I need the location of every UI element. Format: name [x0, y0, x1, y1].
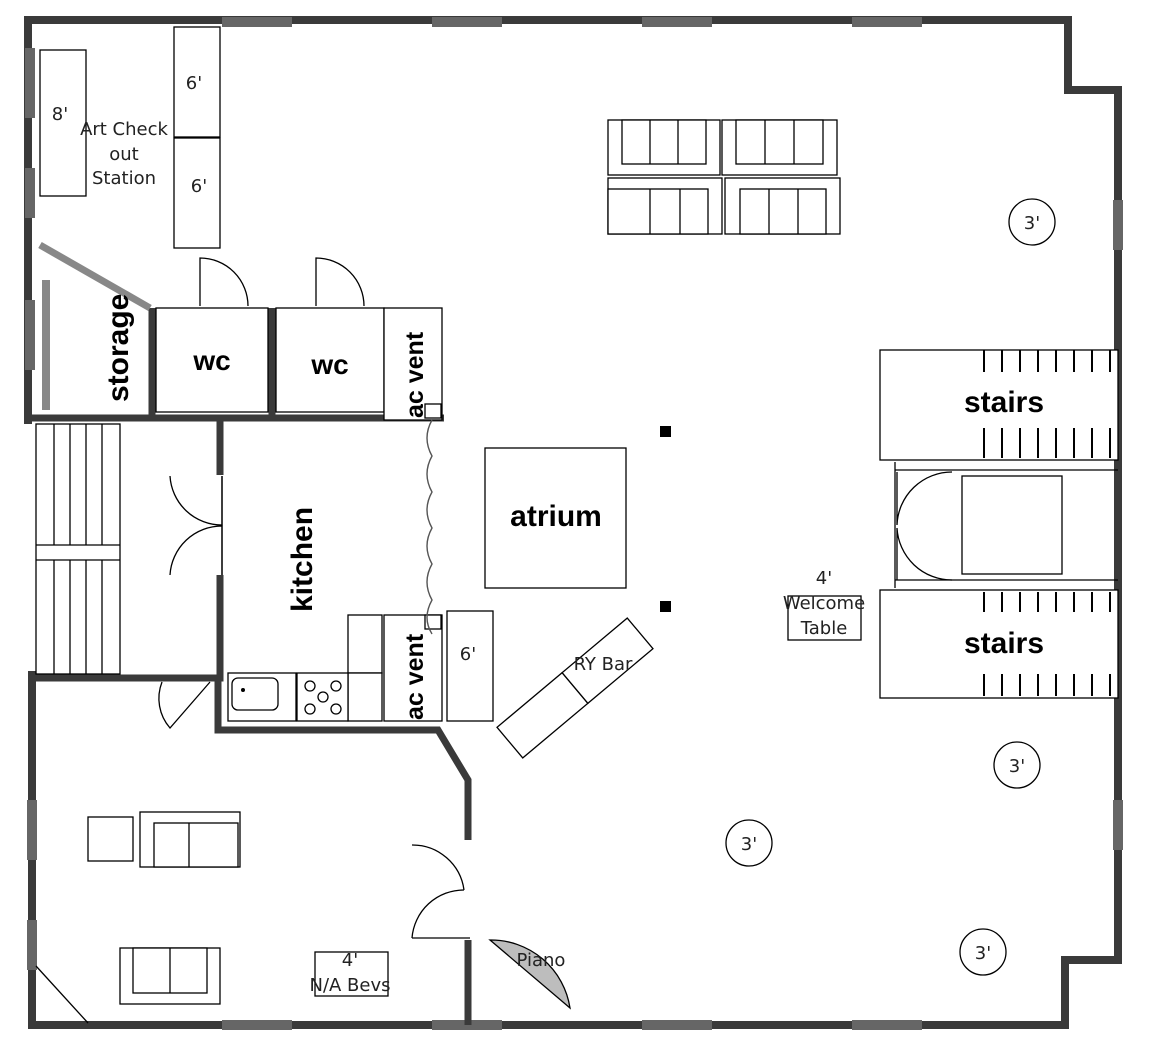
art-checkout-area: [39, 26, 221, 249]
column-bottom: [660, 601, 671, 612]
atrium-label: atrium: [510, 500, 602, 533]
lounge-door: [158, 681, 211, 729]
table-labels: 8' 6' 6' Art Check out Station 6' RY Bar…: [52, 73, 1040, 996]
left-stairwell: [35, 423, 121, 675]
column-top: [660, 426, 671, 437]
round-table-3-label: 3': [741, 834, 757, 855]
bevs-label: N/A Bevs: [309, 975, 390, 996]
wc-left-label: wc: [192, 345, 230, 376]
kitchen-label: kitchen: [286, 507, 319, 612]
round-table-1-label: 3': [1024, 213, 1040, 234]
ac-vent-top-room: [383, 307, 443, 421]
table-6ft-kitchen-label: 6': [460, 644, 476, 665]
round-tables: [725, 198, 1056, 976]
ac-vent-top-label: ac vent: [401, 331, 429, 418]
ac-vent-bottom-room: [383, 614, 443, 722]
seating-blocks: [607, 119, 841, 235]
stair-treads: [983, 350, 1111, 696]
kitchen-door: [169, 475, 223, 576]
round-table-2: [993, 741, 1041, 789]
round-table-4-label: 3': [975, 943, 991, 964]
round-table-2-label: 3': [1009, 756, 1025, 777]
round-table-4: [959, 928, 1007, 976]
vent-square-top: [424, 403, 442, 419]
table-8ft: [39, 49, 87, 197]
round-table-3: [725, 819, 773, 867]
storage-label: storage: [102, 294, 135, 402]
storage-shelf: [42, 280, 50, 410]
ac-vent-bottom-label: ac vent: [401, 633, 429, 720]
wc-right-label: wc: [310, 349, 348, 380]
welcome-table: [787, 595, 862, 641]
wc-left-door: [199, 257, 249, 307]
ry-bar: [496, 617, 654, 759]
art-checkout-line3: Station: [92, 168, 156, 189]
table-6ft-bottom-label: 6': [191, 176, 207, 197]
ry-bar-label: RY Bar: [574, 654, 633, 675]
wc-right-room: [275, 307, 385, 413]
table-6ft-kitchen: [446, 610, 494, 722]
round-table-1: [1008, 198, 1056, 246]
windows: [25, 17, 1123, 1030]
lounge-seating: [35, 811, 241, 1024]
stove: [296, 672, 349, 722]
stairs-bottom-label: stairs: [964, 627, 1044, 660]
bevs-table: [314, 951, 389, 997]
welcome-line2-label: Table: [800, 618, 848, 639]
atrium-room: [484, 447, 627, 589]
bevs-size-label: 4': [342, 950, 358, 971]
wc-left-room: [155, 307, 269, 413]
exterior-walls: [24, 16, 1122, 1029]
table-6ft-bottom: [173, 137, 221, 249]
table-8ft-label: 8': [52, 104, 68, 125]
interior-walls: [28, 308, 472, 1025]
art-checkout-line2: out: [109, 144, 138, 165]
curtain: [426, 419, 433, 635]
restroom-block: [38, 241, 443, 421]
stairs-top-label: stairs: [964, 386, 1044, 419]
art-checkout-line1: Art Check: [80, 119, 168, 140]
storage-door: [38, 241, 152, 312]
table-6ft-top: [173, 26, 221, 138]
piano-label: Piano: [517, 950, 566, 971]
kitchen-fixtures: [227, 614, 443, 722]
room-labels: storage wc wc ac vent ac vent kitchen at…: [102, 294, 1044, 720]
piano-shape: [488, 939, 571, 1010]
right-stairwell: [879, 349, 1119, 699]
table-6ft-top-label: 6': [186, 73, 202, 94]
lounge-double-door: [411, 844, 470, 939]
wc-right-door: [315, 257, 365, 307]
welcome-size-label: 4': [816, 568, 832, 589]
welcome-line1-label: Welcome: [783, 593, 865, 614]
